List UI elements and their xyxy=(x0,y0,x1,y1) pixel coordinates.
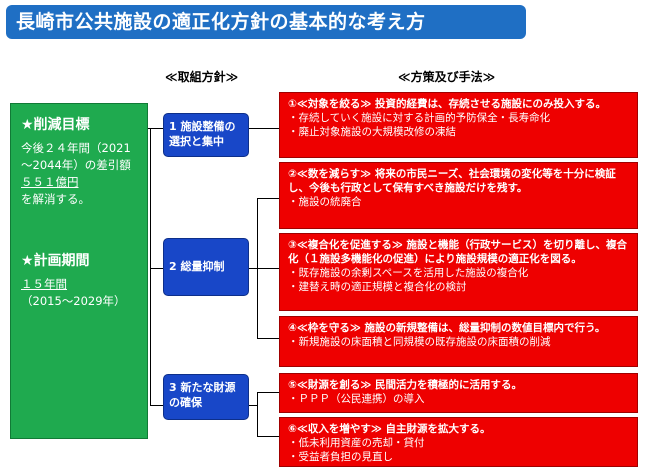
period-title: ★計画期間 xyxy=(21,253,90,269)
policy-box-1: 1 施設整備の選択と集中 xyxy=(163,113,249,157)
measure-1-heading: ①≪対象を絞る≫ 投資的経費は、存続させる施設にのみ投入する。 xyxy=(288,98,607,110)
measure-6-heading: ⑥≪収入を増やす≫ 自主財源を拡大する。 xyxy=(288,423,491,435)
measure-box-1: ①≪対象を絞る≫ 投資的経費は、存続させる施設にのみ投入する。 ・存続していく施… xyxy=(279,92,638,158)
measure-3-item-1: ・既存施設の余剰スペースを活用した施設の複合化 xyxy=(288,267,529,279)
connector xyxy=(257,436,279,437)
reduction-title: ★削減目標 xyxy=(21,117,90,133)
measure-6-item-2: ・受益者負担の見直し xyxy=(288,451,393,463)
measure-5-heading: ⑤≪財源を創る≫ 民間活力を積極的に活用する。 xyxy=(288,379,523,391)
policy-box-3: 3 新たな財源の確保 xyxy=(163,374,249,420)
connector xyxy=(257,338,279,339)
connector xyxy=(150,128,151,406)
connector xyxy=(249,405,257,406)
reduction-line1: 今後２４年間（2021 xyxy=(21,141,131,155)
measure-box-5: ⑤≪財源を創る≫ 民間活力を積極的に活用する。 ・ＰＰＰ（公民連携）の導入 xyxy=(279,373,638,413)
target-box: ★削減目標 今後２４年間（2021 ～2044年）の差引額 ５５１億円 を解消す… xyxy=(10,103,148,439)
measure-box-6: ⑥≪収入を増やす≫ 自主財源を拡大する。 ・低未利用資産の売却・貸付 ・受益者負… xyxy=(279,417,638,467)
connector xyxy=(257,268,279,269)
measures-column-header: ≪方策及び手法≫ xyxy=(398,70,496,84)
reduction-line2: ～2044年）の差引額 xyxy=(21,158,131,172)
measure-4-heading: ④≪枠を守る≫ 施設の新規整備は、総量抑制の数値目標内で行う。 xyxy=(288,322,606,334)
policy-column-header: ≪取組方針≫ xyxy=(165,70,239,84)
measure-6-item-1: ・低未利用資産の売却・貸付 xyxy=(288,437,425,449)
reduction-line3: を解消する。 xyxy=(21,192,90,206)
connector xyxy=(249,268,257,269)
measure-2-item-1: ・施設の統廃合 xyxy=(288,196,362,208)
measure-3-item-2: ・建替え時の適正規模と複合化の検討 xyxy=(288,281,467,293)
connector xyxy=(249,128,279,129)
measure-1-item-2: ・廃止対象施設の大規模改修の凍結 xyxy=(288,126,456,138)
measure-2-heading: ②≪数を減らす≫ 将来の市民ニーズ、社会環境の変化等を十分に検証し、今後も行政と… xyxy=(288,168,616,194)
measure-box-2: ②≪数を減らす≫ 将来の市民ニーズ、社会環境の変化等を十分に検証し、今後も行政と… xyxy=(279,162,638,229)
measure-box-4: ④≪枠を守る≫ 施設の新規整備は、総量抑制の数値目標内で行う。 ・新規施設の床面… xyxy=(279,316,638,367)
page-title: 長崎市公共施設の適正化方針の基本的な考え方 xyxy=(6,5,526,39)
period-years: １５年間 xyxy=(21,277,67,291)
measure-1-item-1: ・存続していく施設に対する計画的予防保全・長寿命化 xyxy=(288,112,551,124)
connector xyxy=(150,405,163,406)
policy-box-2: 2 総量抑制 xyxy=(163,238,249,296)
measure-5-item-1: ・ＰＰＰ（公民連携）の導入 xyxy=(288,393,425,405)
measure-4-item-1: ・新規施設の床面積と同規模の既存施設の床面積の削減 xyxy=(288,336,551,348)
connector xyxy=(257,392,258,436)
measure-3-heading: ③≪複合化を促進する≫ 施設と機能（行政サービス）を切り離し、複合化（１施設多機… xyxy=(288,239,628,265)
period-range: （2015～2029年） xyxy=(21,294,126,308)
reduction-amount: ５５１億円 xyxy=(21,175,79,189)
connector xyxy=(257,392,279,393)
connector xyxy=(148,128,163,129)
connector xyxy=(257,198,279,199)
measure-box-3: ③≪複合化を促進する≫ 施設と機能（行政サービス）を切り離し、複合化（１施設多機… xyxy=(279,233,638,311)
connector xyxy=(150,268,163,269)
